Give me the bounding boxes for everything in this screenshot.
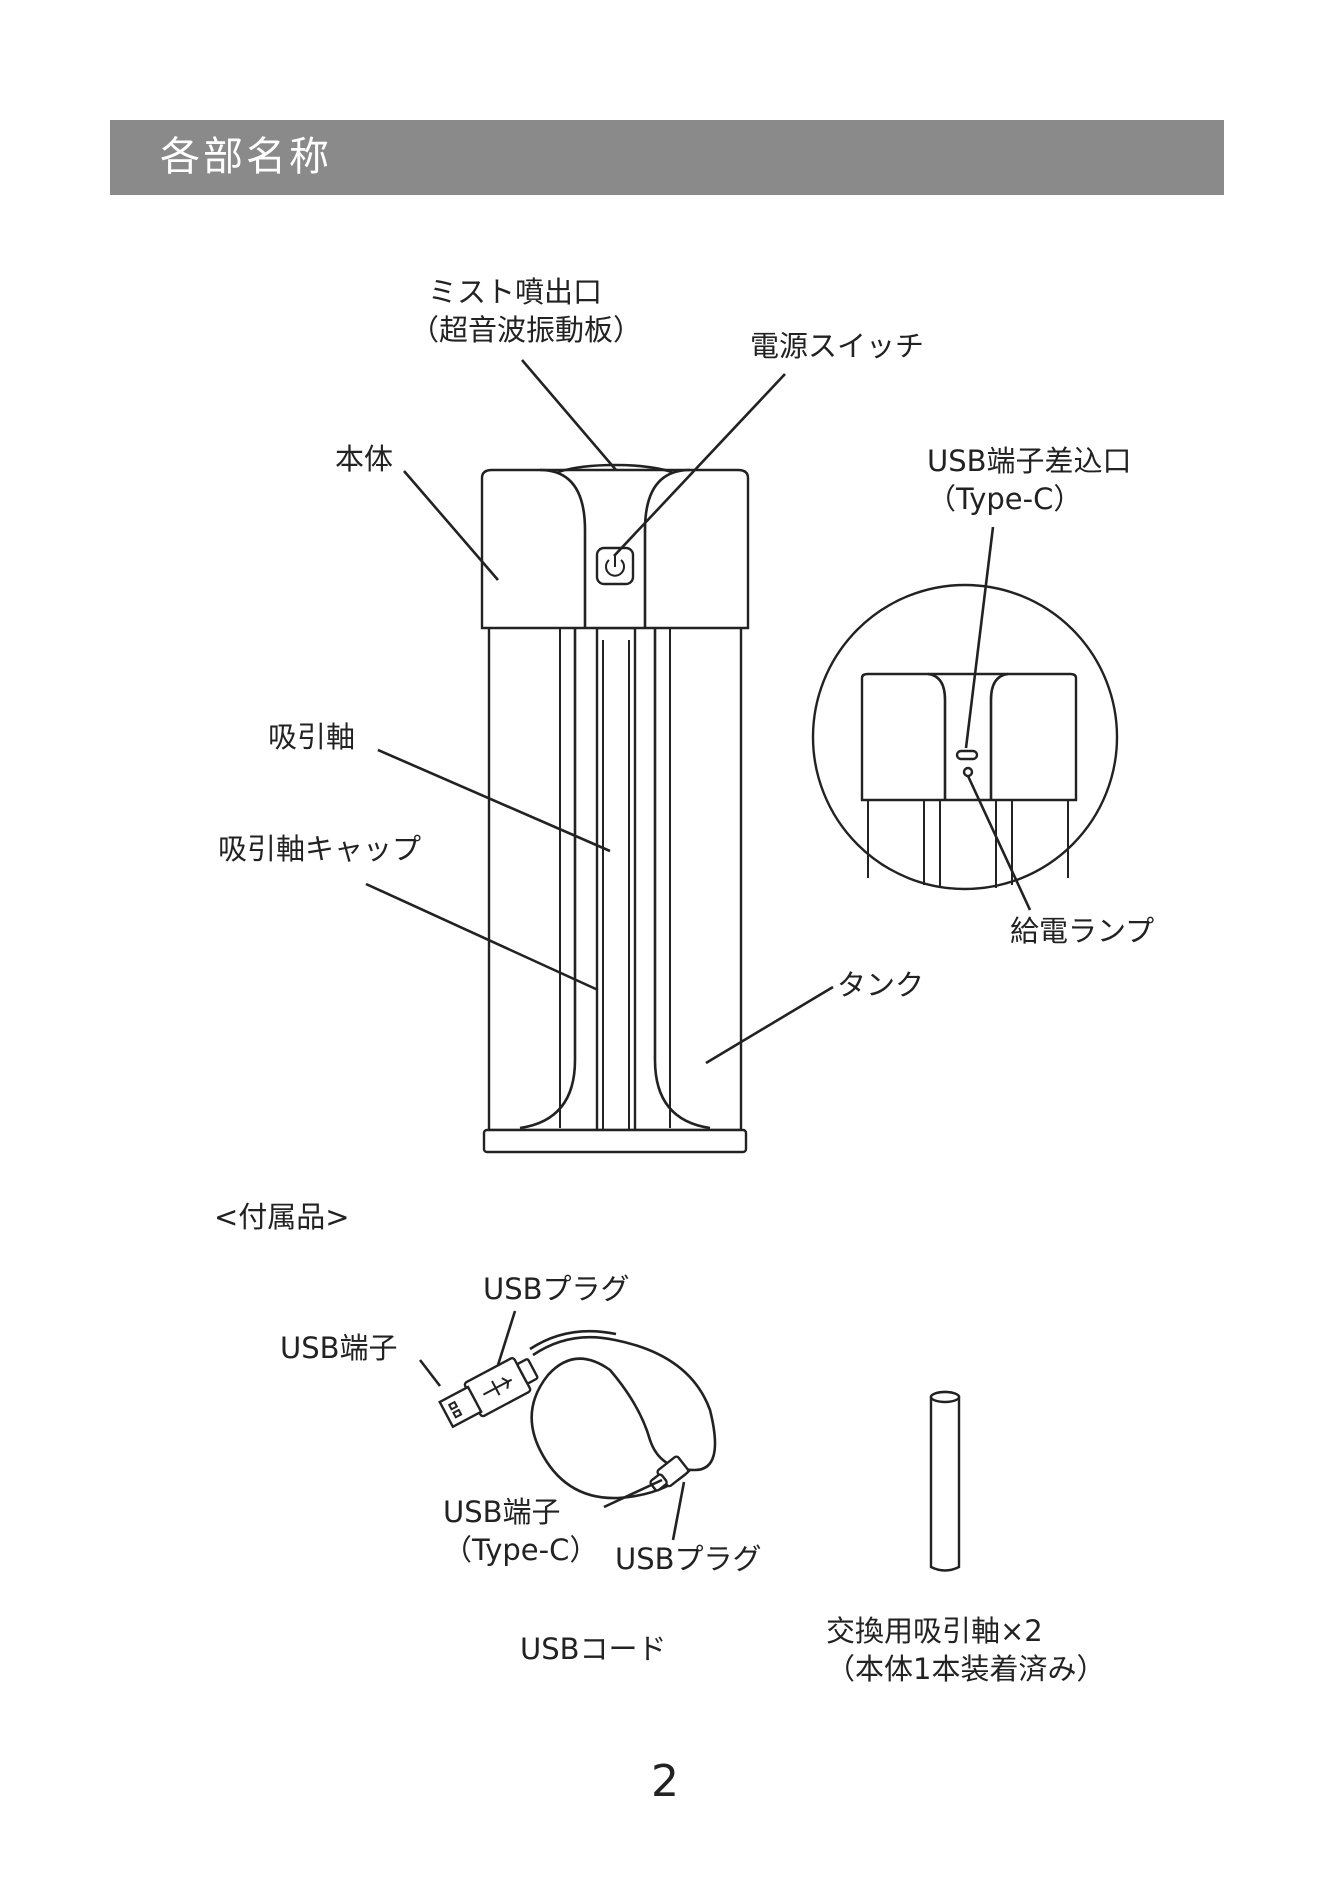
label-usb-terminal-typec-line1: USB端子 (443, 1493, 598, 1531)
usb-port-slot (957, 751, 977, 759)
leader-usb-plug-top (498, 1311, 515, 1365)
humidifier-illustration (482, 465, 748, 1152)
label-usb-plug-bottom: USBプラグ (615, 1540, 762, 1578)
label-tank: タンク (837, 966, 924, 1004)
leader-usb-terminal (420, 1360, 440, 1386)
label-power-switch: 電源スイッチ (750, 327, 924, 365)
label-mist-outlet-line2: （超音波振動板） (410, 311, 620, 349)
leader-mist-outlet (522, 360, 616, 470)
label-wick-cap: 吸引軸キャップ (218, 830, 421, 868)
label-mist-outlet-line1: ミスト噴出口 (410, 273, 620, 311)
spare-wick-illustration (931, 1392, 959, 1571)
label-usb-port: USB端子差込口 （Type-C） (927, 442, 1132, 518)
base (484, 1130, 746, 1152)
label-spare-wick-line2: （本体1本装着済み） (826, 1650, 1105, 1688)
label-usb-cord: USBコード (520, 1630, 667, 1668)
power-lamp-dot (964, 768, 972, 776)
label-power-lamp: 給電ランプ (1010, 912, 1154, 950)
leader-usb-c-terminal (604, 1480, 662, 1507)
label-spare-wick-line1: 交換用吸引軸×2 (826, 1612, 1105, 1650)
label-mist-outlet: ミスト噴出口 （超音波振動板） (410, 273, 620, 349)
label-wick: 吸引軸 (268, 718, 355, 756)
label-spare-wick: 交換用吸引軸×2 （本体1本装着済み） (826, 1612, 1105, 1688)
label-body: 本体 (335, 440, 393, 478)
label-usb-port-line1: USB端子差込口 (927, 442, 1132, 480)
label-usb-terminal-typec: USB端子 （Type-C） (443, 1493, 598, 1569)
detail-magnifier (813, 585, 1117, 889)
page-number: 2 (640, 1756, 690, 1808)
label-usb-port-line2: （Type-C） (927, 480, 1132, 518)
label-usb-terminal-typec-line2: （Type-C） (443, 1531, 598, 1569)
accessories-heading: <付属品> (214, 1198, 350, 1236)
spare-wick-rod (931, 1397, 959, 1571)
label-usb-terminal: USB端子 (280, 1329, 398, 1367)
leader-usb-plug-bottom (673, 1482, 684, 1540)
usb-cord-illustration (437, 1331, 715, 1498)
label-usb-plug-top: USBプラグ (483, 1270, 630, 1308)
